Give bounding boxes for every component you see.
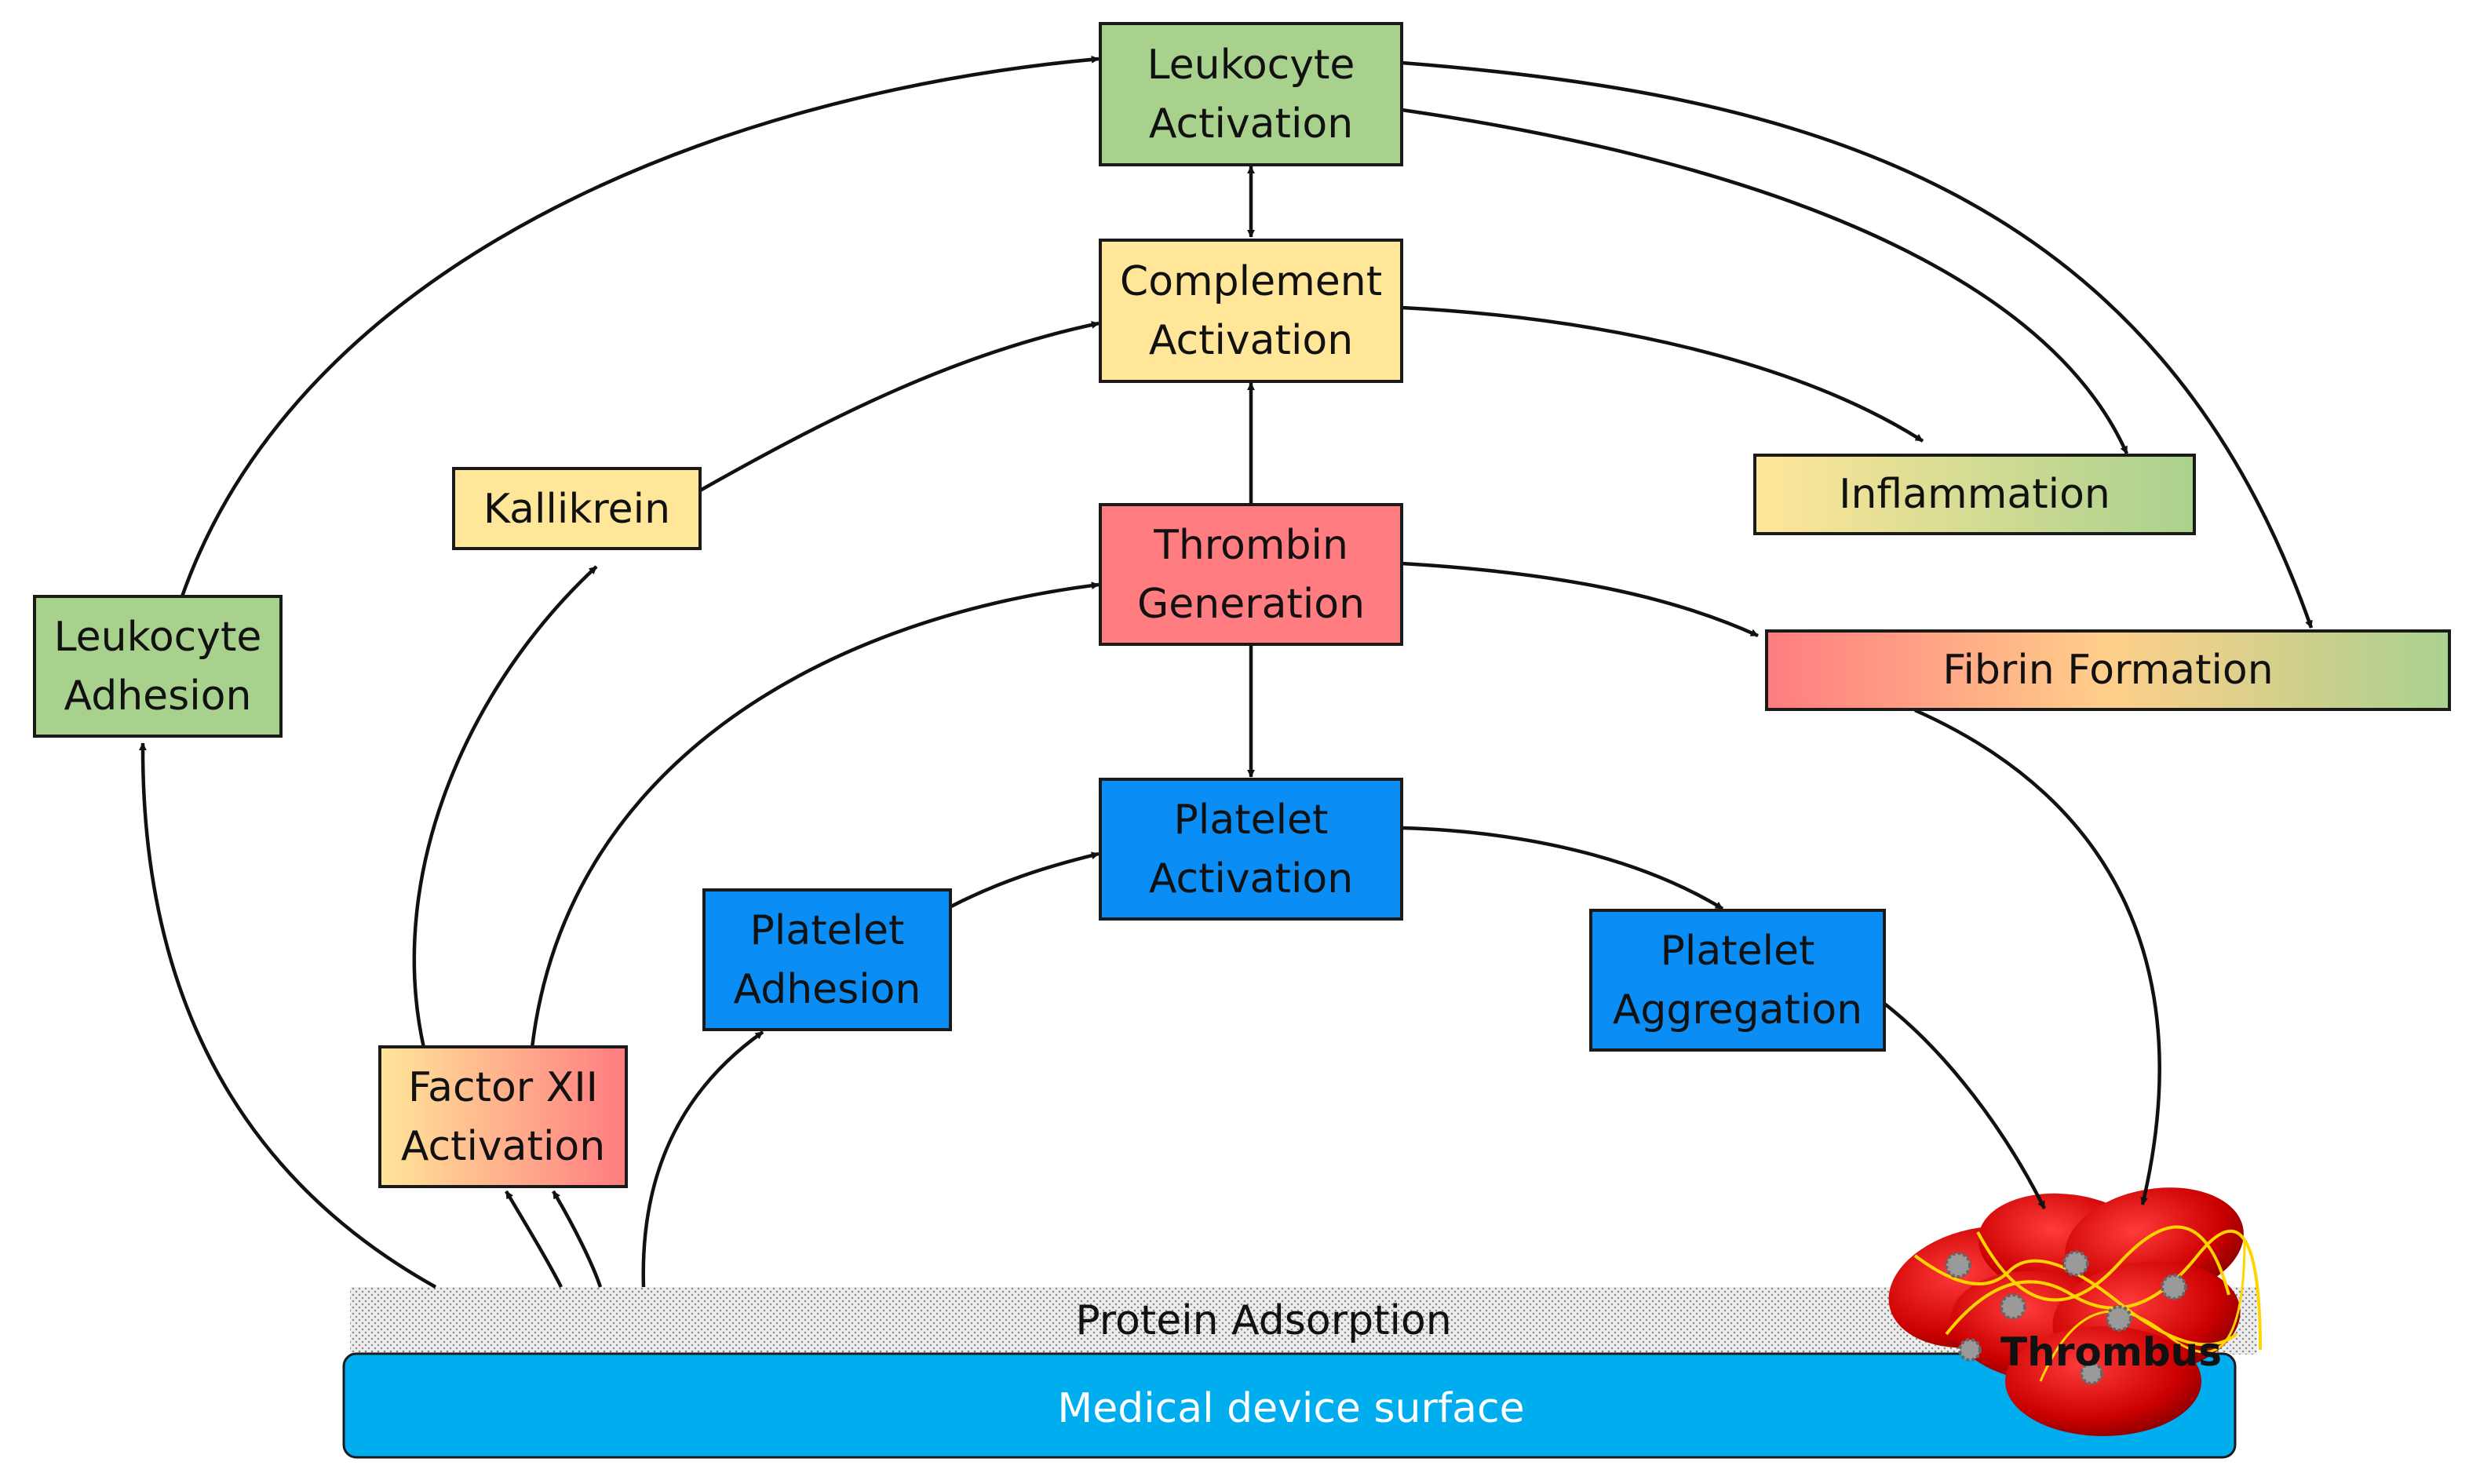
platelet bbox=[2106, 1305, 2132, 1332]
node-platelet-aggregation: Platelet Aggregation bbox=[1589, 909, 1886, 1052]
node-label: Inflammation bbox=[1839, 471, 2110, 518]
node-label: Kallikrein bbox=[483, 486, 670, 533]
node-label: Generation bbox=[1137, 581, 1365, 628]
edge-protein-to-factor-xii-a bbox=[505, 1190, 563, 1289]
node-platelet-adhesion: Platelet Adhesion bbox=[702, 888, 952, 1031]
edge-protein-to-factor-xii-b bbox=[552, 1190, 603, 1288]
protein-adsorption-label: Protein Adsorption bbox=[1075, 1297, 1451, 1344]
platelet bbox=[2062, 1250, 2089, 1277]
platelet bbox=[1945, 1252, 1971, 1278]
edge-factor-xii-to-kallikrein bbox=[412, 565, 598, 1048]
platelet bbox=[2080, 1362, 2103, 1385]
platelet bbox=[1958, 1338, 1982, 1362]
node-label: Factor XII bbox=[408, 1064, 598, 1111]
edge-protein-to-platelet-adhesion bbox=[641, 1030, 764, 1288]
node-label: Leukocyte bbox=[54, 614, 262, 661]
node-label: Activation bbox=[1149, 855, 1353, 902]
fibrin-strand bbox=[1913, 1254, 2238, 1347]
edge-leukocyte-adhesion-to-leukocyte-activation bbox=[180, 55, 1100, 597]
node-leukocyte-activation: Leukocyte Activation bbox=[1099, 22, 1403, 166]
node-label: Platelet bbox=[750, 907, 905, 954]
edge-aggregation-to-thrombus bbox=[1882, 1001, 2047, 1210]
platelet bbox=[2161, 1274, 2187, 1300]
edge-factor-xii-to-thrombin bbox=[530, 582, 1100, 1048]
edge-leukocyte-to-fibrin bbox=[1401, 60, 2314, 629]
edge-fibrin-to-thrombus bbox=[1914, 708, 2161, 1205]
node-inflammation: Inflammation bbox=[1753, 454, 2196, 535]
edge-platelet-adhesion-to-platelet-activation bbox=[950, 851, 1100, 908]
node-label: Activation bbox=[401, 1123, 605, 1170]
node-label: Fibrin Formation bbox=[1942, 647, 2273, 694]
node-label: Aggregation bbox=[1613, 986, 1862, 1034]
node-platelet-activation: Platelet Activation bbox=[1099, 778, 1403, 921]
node-label: Activation bbox=[1149, 100, 1353, 148]
node-label: Complement bbox=[1120, 258, 1382, 305]
edge-complement-to-inflammation bbox=[1401, 305, 1924, 443]
edge-platelet-activation-to-aggregation bbox=[1401, 826, 1724, 910]
node-label: Adhesion bbox=[734, 966, 921, 1013]
edge-leukocyte-to-inflammation bbox=[1401, 108, 2129, 454]
fibrin-strand bbox=[1945, 1229, 2262, 1351]
node-label: Platelet bbox=[1174, 797, 1329, 844]
edge-thrombin-to-fibrin bbox=[1401, 561, 1759, 638]
node-kallikrein: Kallikrein bbox=[452, 467, 702, 550]
fibrin-strand bbox=[1976, 1225, 2230, 1302]
node-label: Leukocyte bbox=[1147, 42, 1355, 89]
fibrin-strand bbox=[2039, 1239, 2246, 1382]
edges bbox=[138, 55, 2314, 1289]
node-thrombin-generation: Thrombin Generation bbox=[1099, 503, 1403, 646]
platelet bbox=[2000, 1293, 2026, 1320]
node-factor-xii-activation: Factor XII Activation bbox=[378, 1045, 628, 1188]
thrombus-label: Thrombus bbox=[2000, 1329, 2222, 1375]
medical-device-surface-label: Medical device surface bbox=[1057, 1385, 1524, 1432]
node-label: Platelet bbox=[1661, 928, 1815, 975]
node-complement-activation: Complement Activation bbox=[1099, 239, 1403, 383]
thrombus-cluster: Thrombus bbox=[1888, 1187, 2262, 1436]
medical-device-surface bbox=[342, 1352, 2237, 1459]
edge-protein-to-leukocyte-adhesion bbox=[138, 742, 437, 1289]
node-leukocyte-adhesion: Leukocyte Adhesion bbox=[33, 595, 283, 738]
node-label: Thrombin bbox=[1153, 522, 1348, 569]
edge-kallikrein-to-complement bbox=[698, 321, 1100, 492]
node-label: Activation bbox=[1149, 317, 1353, 364]
node-fibrin-formation: Fibrin Formation bbox=[1765, 629, 2451, 711]
node-label: Adhesion bbox=[64, 673, 252, 720]
